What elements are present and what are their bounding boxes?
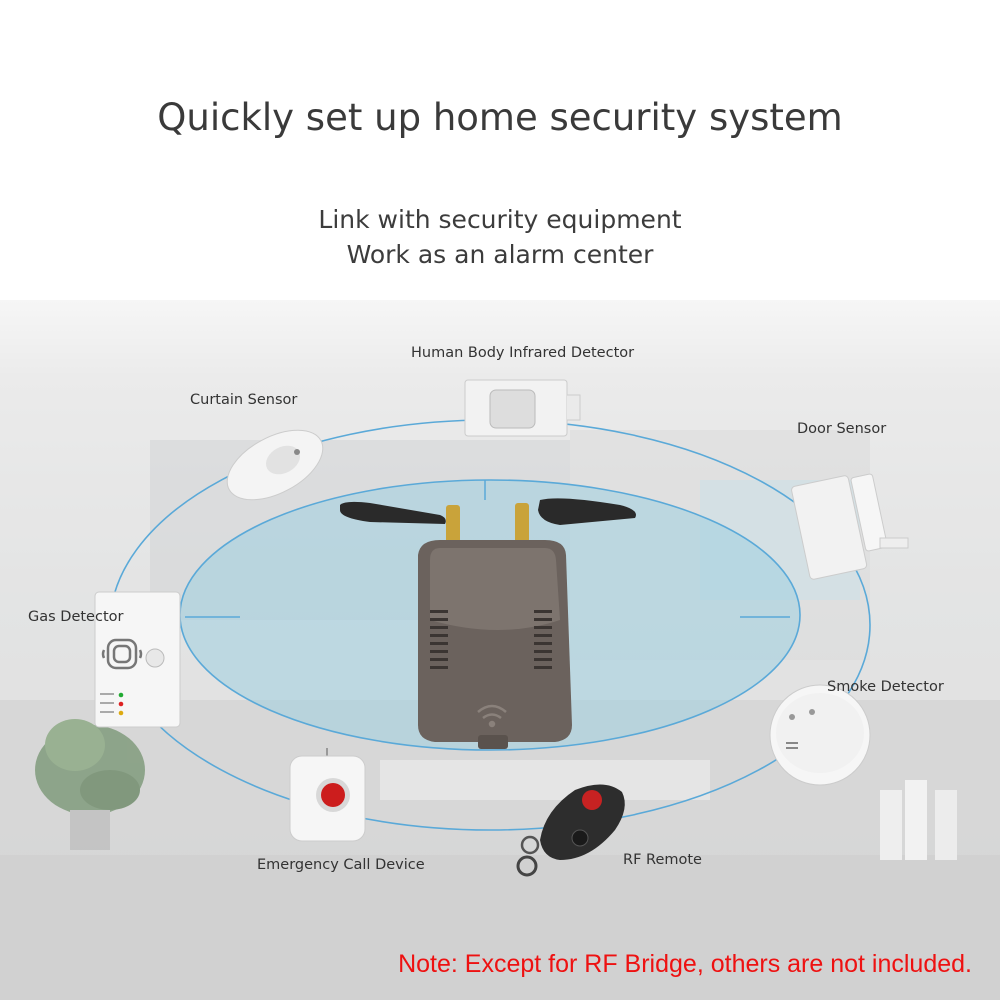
label-door-sensor: Door Sensor	[797, 421, 887, 437]
plant-icon	[35, 719, 145, 850]
pir-detector-icon	[464, 379, 581, 437]
smoke-detector-icon	[769, 684, 871, 786]
label-curtain-sensor: Curtain Sensor	[190, 392, 298, 408]
label-gas-detector: Gas Detector	[28, 609, 124, 625]
emergency-call-device-icon	[289, 748, 366, 842]
label-emergency-call-device: Emergency Call Device	[257, 857, 425, 873]
gas-detector-icon	[94, 591, 181, 728]
label-human-body-infrared-detector: Human Body Infrared Detector	[411, 345, 635, 361]
page-title: Quickly set up home security system	[157, 96, 843, 139]
rf-remote-icon	[516, 784, 625, 877]
curtain-sensor-icon	[226, 429, 324, 501]
label-smoke-detector: Smoke Detector	[827, 679, 944, 695]
subtitle-line-1: Link with security equipment	[318, 205, 682, 234]
label-rf-remote: RF Remote	[623, 852, 702, 868]
antenna-right-icon	[515, 498, 636, 550]
wifi-icon	[477, 704, 507, 728]
subtitle-line-2: Work as an alarm center	[346, 240, 654, 269]
disclaimer-note: Note: Except for RF Bridge, others are n…	[398, 950, 972, 978]
door-sensor-icon	[791, 473, 909, 580]
